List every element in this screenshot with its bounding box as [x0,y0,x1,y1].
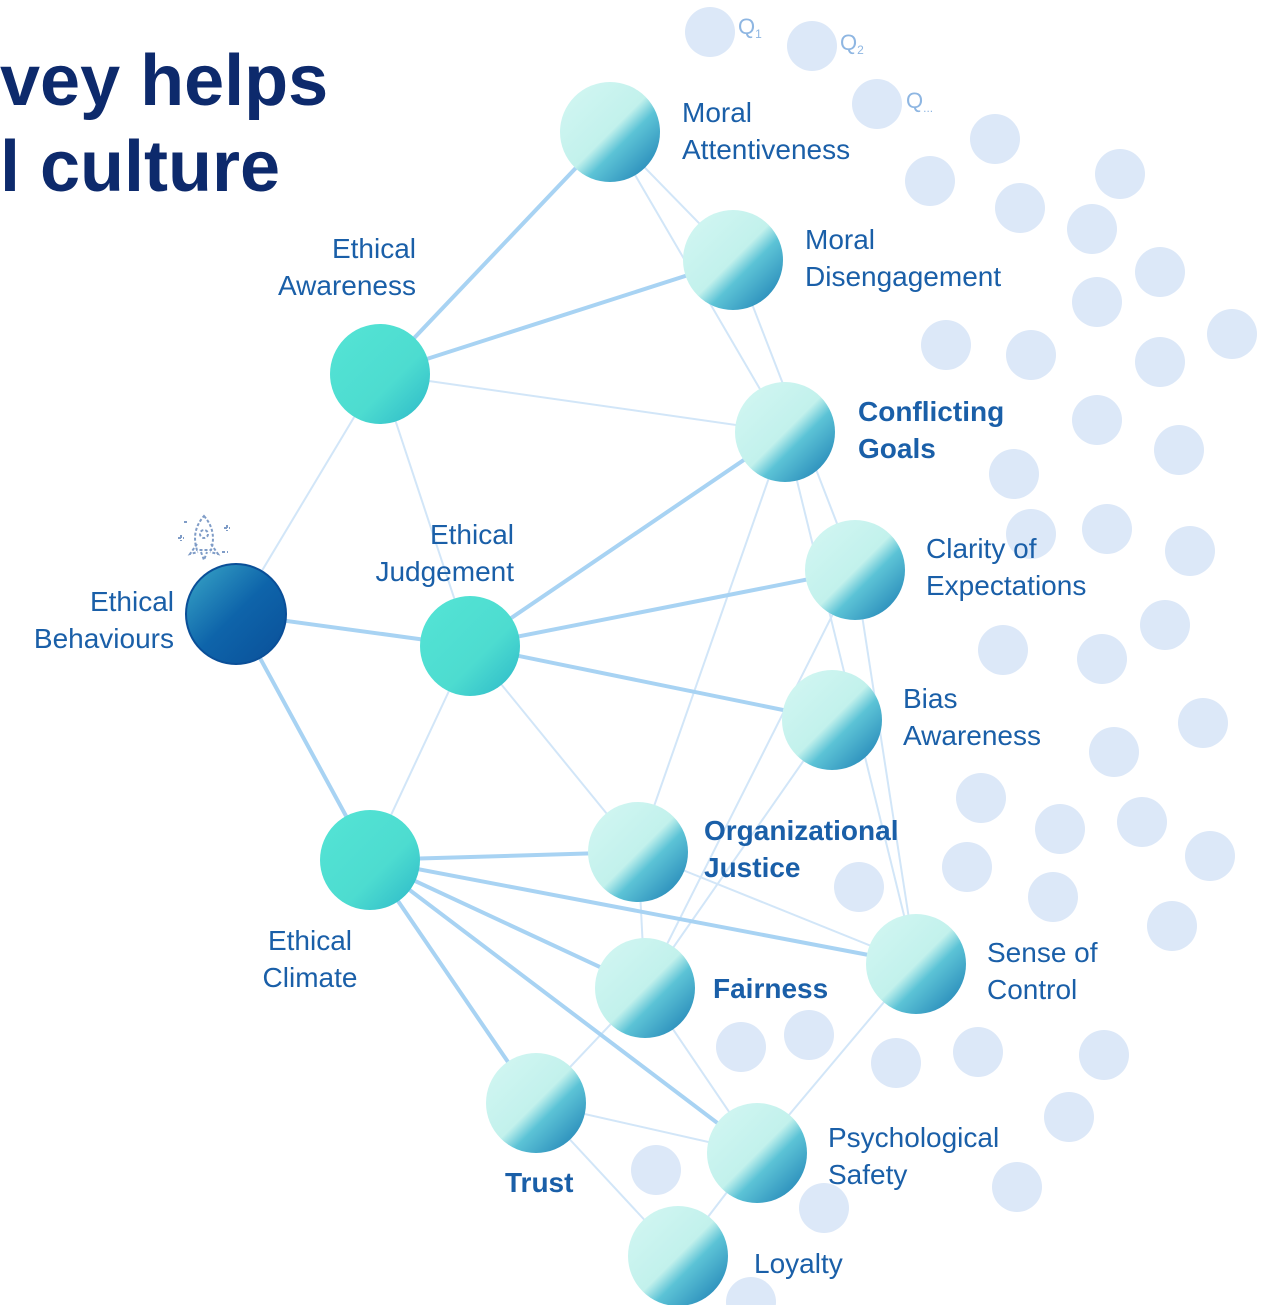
question-bubbles [631,7,1257,1305]
node-ethical-awareness [330,324,430,424]
node-organizational-justice [588,802,688,902]
question-label-2: Q2 [840,30,864,57]
node-trust [486,1053,586,1153]
node-conflicting-goals [735,382,835,482]
node-fairness [595,938,695,1038]
rocket-icon [178,514,230,563]
node-loyalty [628,1206,728,1305]
node-moral-attentiveness [560,82,660,182]
node-sense-of-control [866,914,966,1014]
node-moral-disengagement [683,210,783,310]
label-fairness: Fairness [713,973,829,1004]
node-ethical-climate [320,810,420,910]
question-label-more: Q... [906,88,934,115]
label-loyalty: Loyalty [754,1248,843,1279]
node-clarity-of-expectations [805,520,905,620]
node-bias-awareness [782,670,882,770]
node-psychological-safety [707,1103,807,1203]
page-title-line-1: vey helps [0,41,329,121]
node-ethical-behaviours [185,563,287,665]
label-trust: Trust [505,1167,574,1198]
question-label-1: Q1 [738,14,762,41]
page-title-line-2: l culture [0,127,281,207]
node-circles [185,82,966,1305]
node-ethical-judgement [420,596,520,696]
